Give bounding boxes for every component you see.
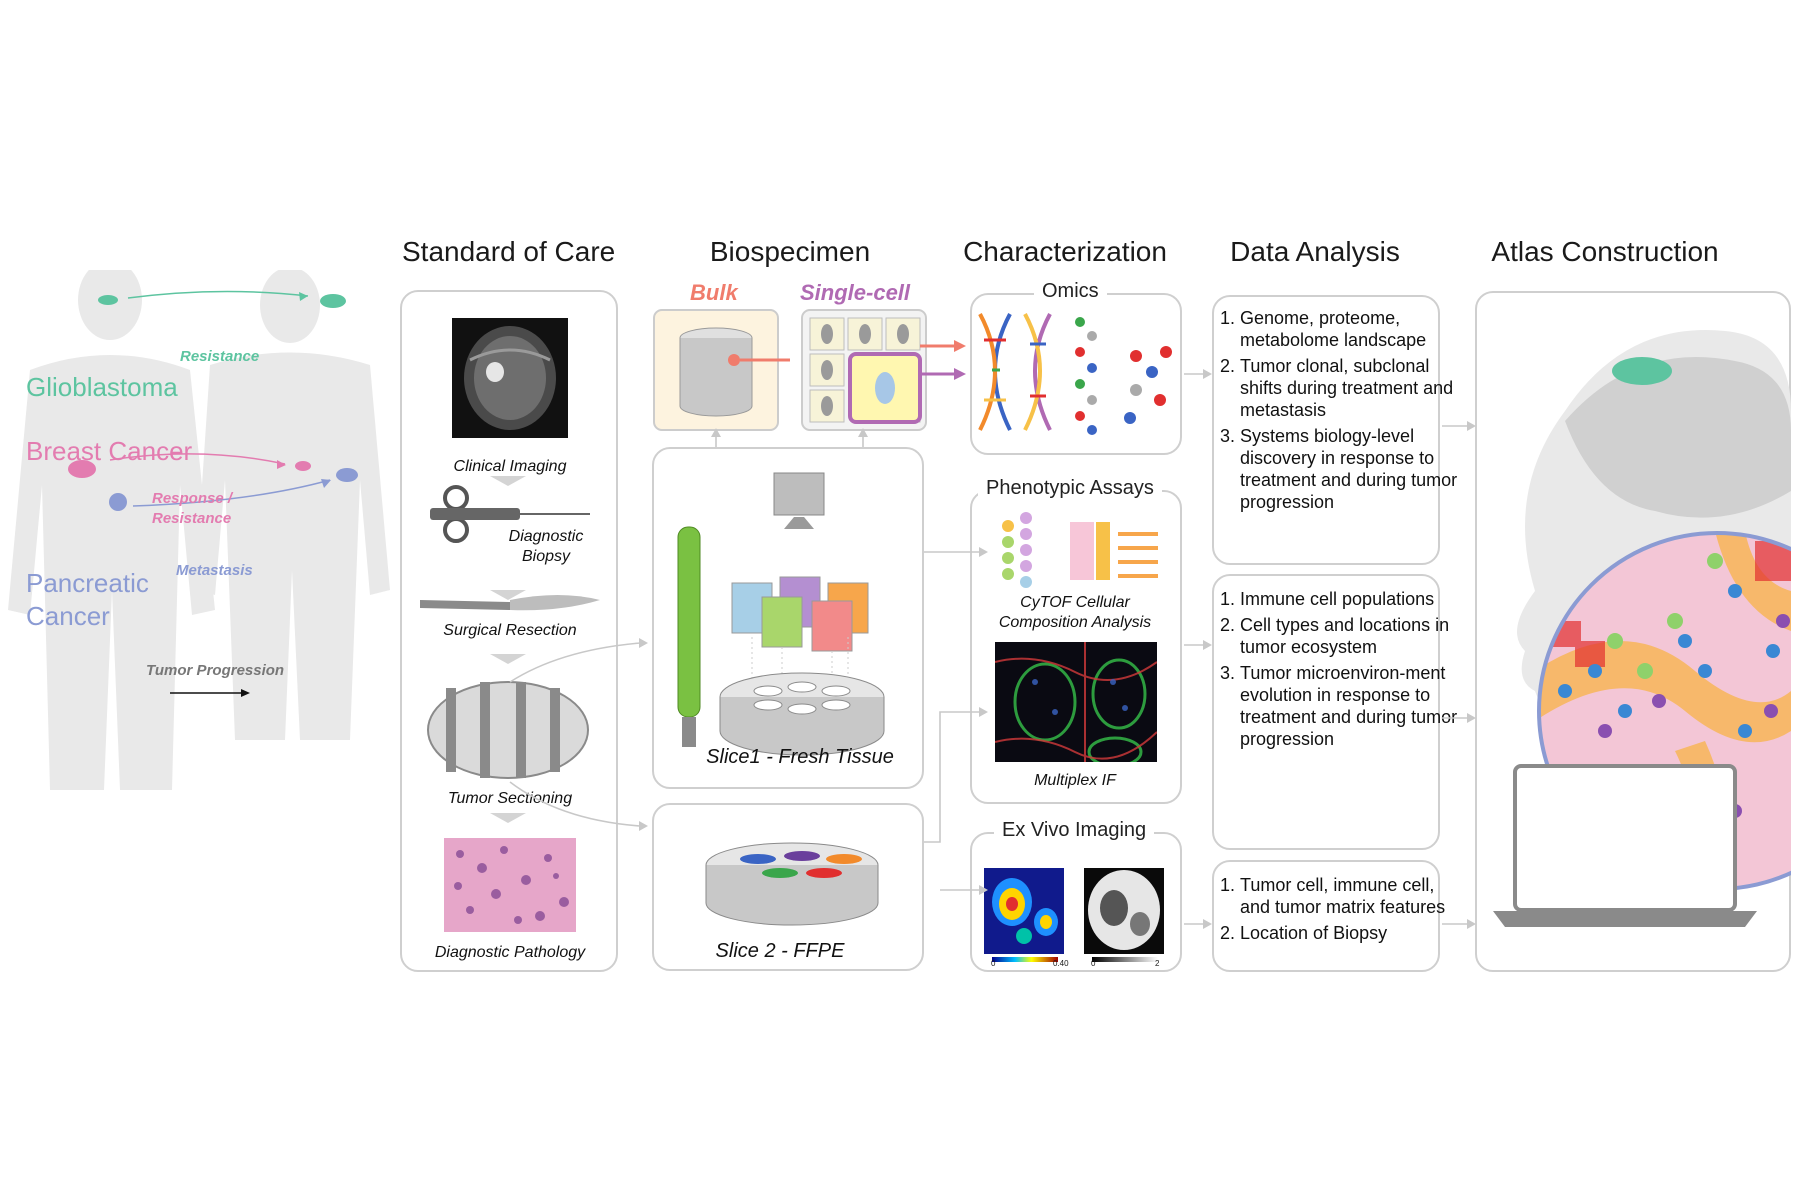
patient-silhouettes: [8, 270, 390, 790]
analysis-2-item-2: Cell types and locations in tumor ecosys…: [1240, 614, 1458, 658]
analysis-box-1: [1212, 295, 1440, 565]
label-breast-cancer: Breast Cancer: [26, 436, 193, 466]
analysis-list-3: Tumor cell, immune cell, and tumor matri…: [1216, 874, 1458, 948]
surgical-resection-label: Surgical Resection: [443, 622, 577, 639]
title-data-analysis: Data Analysis: [1230, 236, 1400, 267]
response-label-2: Resistance: [152, 510, 232, 527]
atlas-graphics: [1493, 330, 1791, 927]
phenotypic-assays-label: Phenotypic Assays: [978, 477, 1162, 500]
analysis-box-3: [1212, 860, 1440, 972]
analysis-box-2: [1212, 574, 1440, 850]
slice2-label: Slice 2 - FFPE: [715, 940, 845, 962]
label-cancer: Cancer: [26, 601, 110, 631]
title-atlas-construction: Atlas Construction: [1491, 236, 1719, 267]
title-standard-of-care: Standard of Care: [402, 236, 616, 267]
tumor-progression-label: Tumor Progression: [146, 662, 285, 679]
analysis-1-item-2: Tumor clonal, subclonal shifts during tr…: [1240, 355, 1458, 421]
bulk-label: Bulk: [690, 280, 738, 305]
analysis-3-item-1: Tumor cell, immune cell, and tumor matri…: [1240, 874, 1458, 918]
cytof-graphics: [1002, 512, 1158, 588]
slice1-label: Slice1 - Fresh Tissue: [706, 746, 894, 768]
omics-label: Omics: [1034, 280, 1107, 303]
analysis-list-1: Genome, proteome, metabolome landscape T…: [1216, 307, 1458, 517]
label-glioblastoma: Glioblastoma: [26, 372, 178, 402]
biopsy-label: Biopsy: [521, 548, 571, 565]
title-characterization: Characterization: [963, 236, 1167, 267]
bulk-singlecell-graphics: [653, 309, 966, 431]
breast-tumor-icon: [68, 460, 96, 478]
multiplex-if-image: [995, 642, 1157, 762]
pancreatic-tumor-icon: [109, 493, 127, 511]
resistance-label: Resistance: [180, 348, 260, 365]
scale2-max: 2: [1155, 959, 1160, 968]
cytof-label-1: CyTOF Cellular: [1020, 594, 1130, 611]
standard-of-care-graphics: [420, 318, 600, 932]
analysis-1-item-1: Genome, proteome, metabolome landscape: [1240, 307, 1458, 351]
tumor-sectioning-label: Tumor Sectioning: [447, 790, 573, 807]
scale1-min: 0: [991, 959, 996, 968]
exvivo-imaging-label: Ex Vivo Imaging: [994, 819, 1155, 842]
analysis-2-item-1: Immune cell populations: [1240, 588, 1458, 610]
cytof-label-2: Composition Analysis: [998, 614, 1152, 631]
clinical-imaging-label: Clinical Imaging: [453, 458, 567, 475]
single-cell-label: Single-cell: [800, 280, 911, 305]
analysis-list-2: Immune cell populations Cell types and l…: [1216, 588, 1458, 754]
omics-graphics: [978, 313, 1172, 435]
glioblastoma-tumor-icon: [98, 295, 118, 305]
diagnostic-pathology-label: Diagnostic Pathology: [434, 944, 586, 961]
exvivo-graphics: [984, 868, 1164, 962]
analysis-3-item-2: Location of Biopsy: [1240, 922, 1458, 944]
diagnostic-label: Diagnostic: [508, 528, 584, 545]
analysis-2-item-3: Tumor microenviron-ment evolution in res…: [1240, 662, 1458, 750]
label-pancreatic: Pancreatic: [26, 568, 149, 598]
slice1-graphics: [677, 472, 885, 756]
multiplex-if-label: Multiplex IF: [1034, 772, 1116, 789]
title-biospecimen: Biospecimen: [709, 236, 871, 267]
analysis-1-item-3: Systems biology-level discovery in respo…: [1240, 425, 1458, 513]
metastasis-label: Metastasis: [176, 562, 253, 579]
response-label-1: Response /: [152, 490, 233, 507]
scale2-min: 0: [1091, 959, 1096, 968]
slice2-graphics: [705, 842, 879, 926]
scale1-max: 0.40: [1053, 959, 1069, 968]
